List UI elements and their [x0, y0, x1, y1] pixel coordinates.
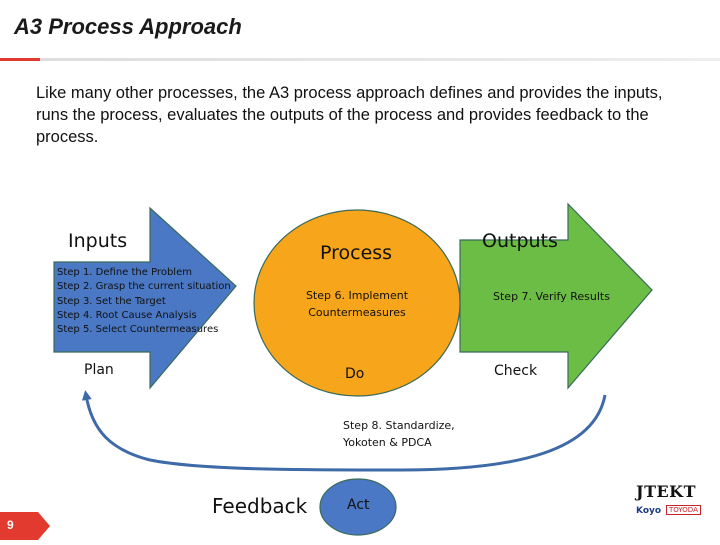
outputs-arrow — [459, 202, 653, 390]
do-label: Do — [345, 366, 365, 382]
act-label: Act — [347, 497, 370, 513]
inputs-step-1: Step 1. Define the Problem — [57, 267, 192, 278]
plan-label: Plan — [84, 362, 114, 378]
slide-title: A3 Process Approach — [14, 14, 242, 39]
inputs-step-4: Step 4. Root Cause Analysis — [57, 309, 197, 321]
inputs-step-5: Step 5. Select Countermeasures — [57, 324, 219, 336]
process-circle — [253, 209, 461, 397]
check-label: Check — [494, 363, 538, 379]
page-number: 9 — [7, 518, 14, 532]
logo-jtekt: JTEKT — [636, 482, 696, 501]
page-number-badge: 9 — [0, 512, 50, 540]
inputs-steps: Step 1. Define the Problem Step 2. Grasp… — [57, 266, 231, 337]
act-circle — [319, 478, 397, 536]
intro-paragraph: Like many other processes, the A3 proces… — [36, 84, 663, 146]
company-logo: JTEKT Koyo TOYODA — [616, 470, 706, 530]
feedback-step: Step 8. Standardize, Yokoten & PDCA — [343, 419, 455, 449]
process-step: Step 6. Implement Countermeasures — [305, 289, 409, 319]
inputs-arrow — [53, 206, 237, 390]
inputs-step-2: Step 2. Grasp the current situation — [57, 281, 231, 293]
feedback-label: Feedback — [212, 494, 308, 518]
feedback-arc — [81, 390, 607, 472]
outputs-step: Step 7. Verify Results — [493, 290, 610, 303]
logo-toyoda: TOYODA — [666, 505, 701, 515]
title-divider — [0, 58, 720, 61]
outputs-heading: Outputs — [482, 230, 558, 252]
logo-koyo: Koyo — [636, 506, 662, 516]
inputs-heading: Inputs — [68, 230, 128, 252]
page-number-tab — [0, 512, 50, 540]
process-heading: Process — [320, 242, 393, 264]
inputs-step-3: Step 3. Set the Target — [57, 295, 166, 307]
